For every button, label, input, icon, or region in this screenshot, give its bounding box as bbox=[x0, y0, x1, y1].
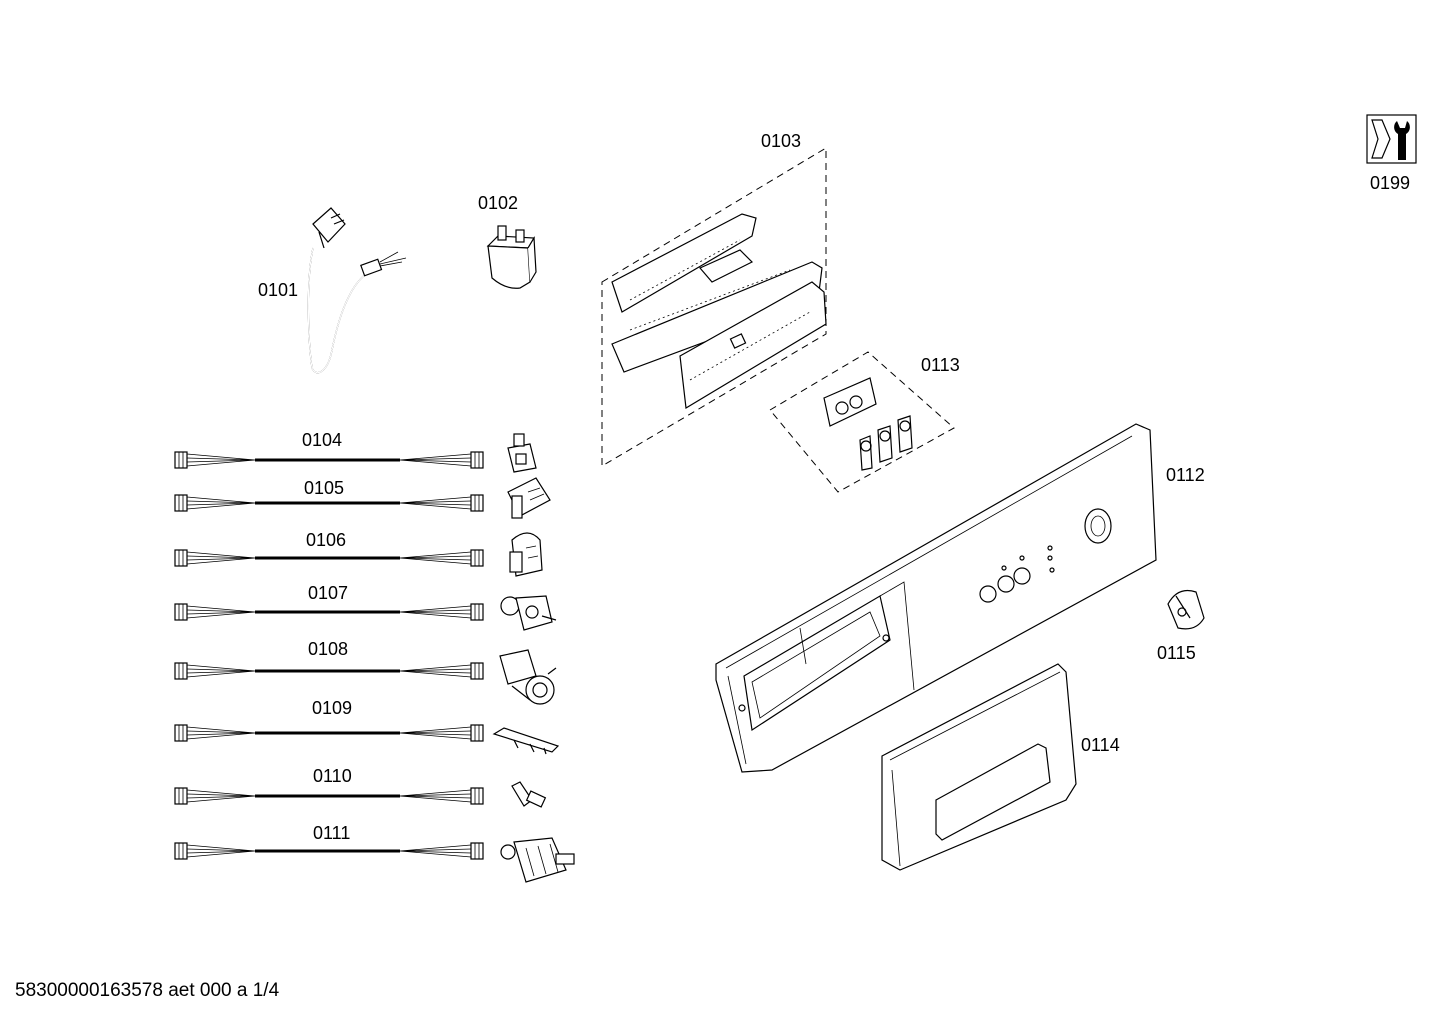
switch-module bbox=[769, 351, 955, 493]
pressure-switch bbox=[509, 532, 543, 577]
selector-knob bbox=[1167, 589, 1205, 630]
part-label-0105: 0105 bbox=[304, 478, 344, 498]
part-label-0113: 0113 bbox=[921, 355, 960, 375]
inlet-valve bbox=[500, 595, 557, 631]
part-label-0111: 0111 bbox=[313, 823, 350, 843]
part-label-0199: 0199 bbox=[1370, 173, 1410, 193]
part-label-0108: 0108 bbox=[308, 639, 348, 659]
door-lock bbox=[507, 433, 537, 473]
cable-harness-0109 bbox=[174, 724, 484, 742]
cable-harness-0106 bbox=[174, 549, 484, 567]
part-label-0107: 0107 bbox=[308, 583, 348, 603]
wrench-nut-icon bbox=[1366, 114, 1417, 164]
part-label-0110: 0110 bbox=[313, 766, 352, 786]
temperature-sensor bbox=[511, 781, 547, 808]
cable-harness-0110 bbox=[174, 787, 484, 805]
part-label-0103: 0103 bbox=[761, 131, 801, 151]
cable-harness-0104 bbox=[174, 451, 484, 469]
part-label-0106: 0106 bbox=[306, 530, 346, 550]
part-label-0114: 0114 bbox=[1081, 735, 1120, 755]
cable-harness-0108 bbox=[174, 662, 484, 680]
part-label-0102: 0102 bbox=[478, 193, 518, 213]
control-panel-fascia bbox=[715, 423, 1157, 773]
part-label-0104: 0104 bbox=[302, 430, 342, 450]
harness-list: 0104 0105 0106 bbox=[174, 430, 575, 883]
detergent-drawer-handle bbox=[881, 663, 1077, 871]
part-label-0115: 0115 bbox=[1157, 643, 1196, 663]
heating-element bbox=[492, 727, 560, 755]
part-label-0101: 0101 bbox=[258, 280, 298, 300]
electronic-module bbox=[601, 147, 827, 467]
interference-filter bbox=[486, 225, 537, 289]
cable-harness-0111 bbox=[174, 842, 484, 860]
document-id: 58300000163578 aet 000 a 1/4 bbox=[15, 980, 280, 1001]
power-cord bbox=[307, 207, 407, 374]
circulation-pump bbox=[500, 837, 575, 883]
cable-harness-0107 bbox=[174, 603, 484, 621]
cable-harness-0105 bbox=[174, 494, 484, 512]
drain-pump bbox=[499, 649, 557, 705]
part-label-0112: 0112 bbox=[1166, 465, 1205, 485]
door-interlock bbox=[507, 477, 551, 519]
part-label-0109: 0109 bbox=[312, 698, 352, 718]
